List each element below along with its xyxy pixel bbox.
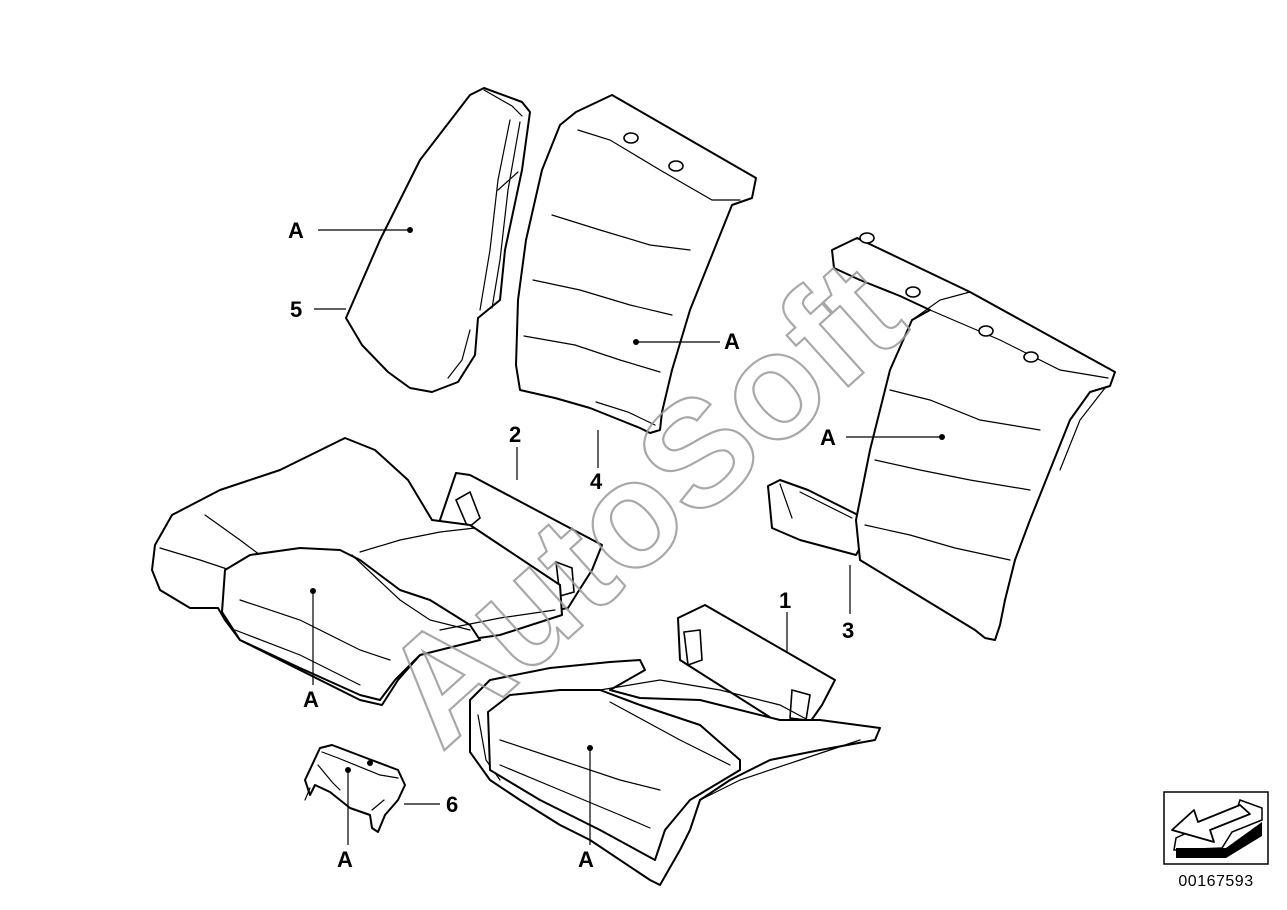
trim-clip-part [304,744,406,833]
backrest-cover-left [515,94,757,434]
seat-cushion-cover-right [469,604,881,886]
label-4: 4 [590,469,603,494]
label-3: 3 [842,618,854,643]
reference-box: 00167593 [1163,791,1269,890]
label-1: 1 [779,588,791,613]
side-trim-panel [345,87,531,393]
label-a-backrest-right: A [820,425,836,450]
label-a-cushion-left: A [303,687,319,712]
callout-labels: A 5 A 2 4 A A 1 3 6 A A [288,218,854,872]
direction-arrow-icon [1171,799,1263,858]
label-a-side-trim: A [288,218,304,243]
backrest-cover-right [767,232,1116,641]
leader-lines [310,227,945,845]
label-a-backrest-left: A [724,329,740,354]
label-6: 6 [446,792,458,817]
label-2: 2 [509,422,521,447]
label-5: 5 [290,297,302,322]
label-a-clip: A [337,847,353,872]
label-a-cushion-right: A [578,847,594,872]
diagram-reference-number: 00167593 [1178,873,1253,890]
seat-cushion-cover-left [151,437,603,706]
